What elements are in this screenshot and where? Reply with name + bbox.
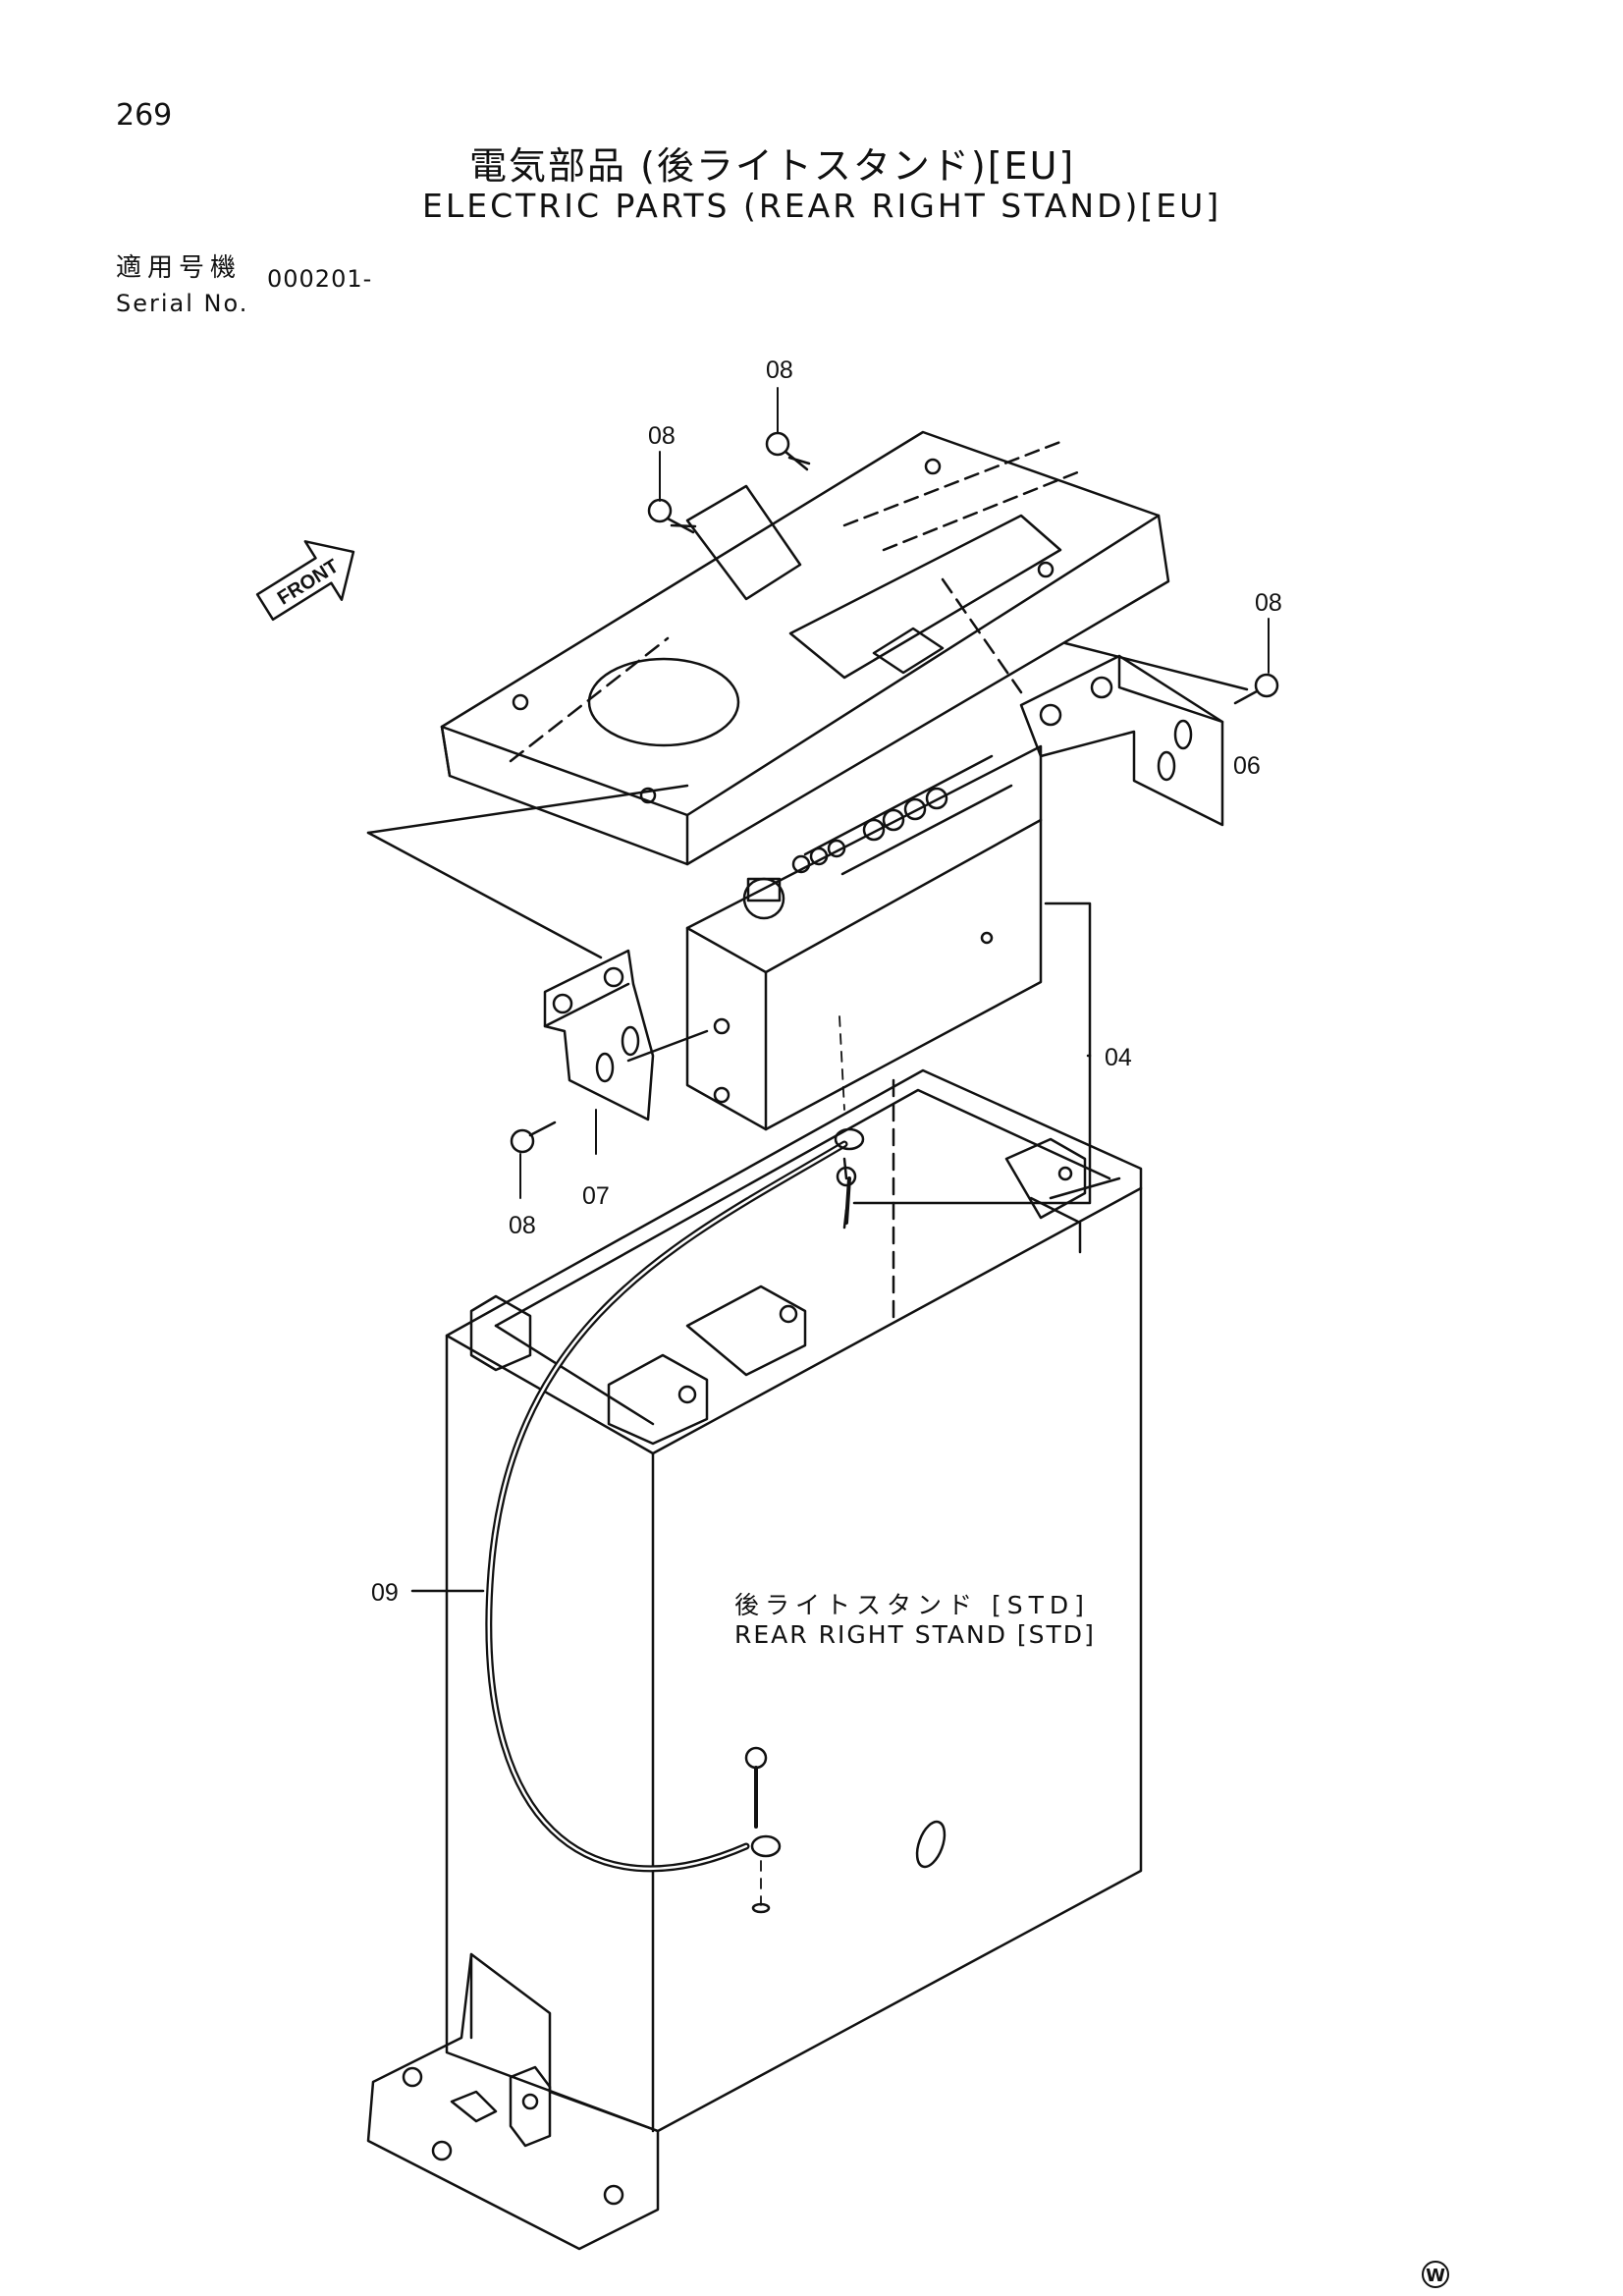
page-title-japanese: 電気部品 (後ライトスタンド)[EU] xyxy=(469,144,1076,188)
bolt-08-top-left xyxy=(647,451,697,534)
stand-label-english: REAR RIGHT STAND [STD] xyxy=(734,1620,1096,1649)
serial-number-value: 000201- xyxy=(267,265,373,293)
callout-04: 04 xyxy=(1105,1044,1132,1071)
bracket-07 xyxy=(543,949,655,1155)
bolt-08-top-center xyxy=(765,387,811,471)
harness-09 xyxy=(410,1015,865,1914)
bracket-06 xyxy=(1019,654,1224,827)
callout-08-left: 08 xyxy=(509,1212,536,1239)
front-arrow-icon: FRONT xyxy=(255,540,355,622)
callout-08-top-left: 08 xyxy=(648,422,676,450)
callout-09: 09 xyxy=(371,1579,399,1607)
callout-08-top-center: 08 xyxy=(766,356,793,384)
page-title-english: ELECTRIC PARTS (REAR RIGHT STAND)[EU] xyxy=(422,187,1222,225)
bolt-08-right xyxy=(1233,618,1279,705)
cover-plate xyxy=(440,430,1170,866)
serial-label-english: Serial No. xyxy=(116,290,249,317)
callout-08-right: 08 xyxy=(1255,589,1282,617)
serial-label-japanese: 適用号機 xyxy=(116,253,243,283)
callout-06: 06 xyxy=(1233,752,1261,780)
callout-07: 07 xyxy=(582,1182,610,1210)
light-unit-04 xyxy=(626,744,1043,1131)
w-mark: W xyxy=(1422,2261,1449,2288)
rear-light-stand xyxy=(366,1068,1143,2251)
bolt-08-left xyxy=(510,1121,557,1199)
stand-label-japanese: 後ライトスタンド [STD] xyxy=(734,1591,1090,1619)
page-number: 269 xyxy=(116,98,173,133)
